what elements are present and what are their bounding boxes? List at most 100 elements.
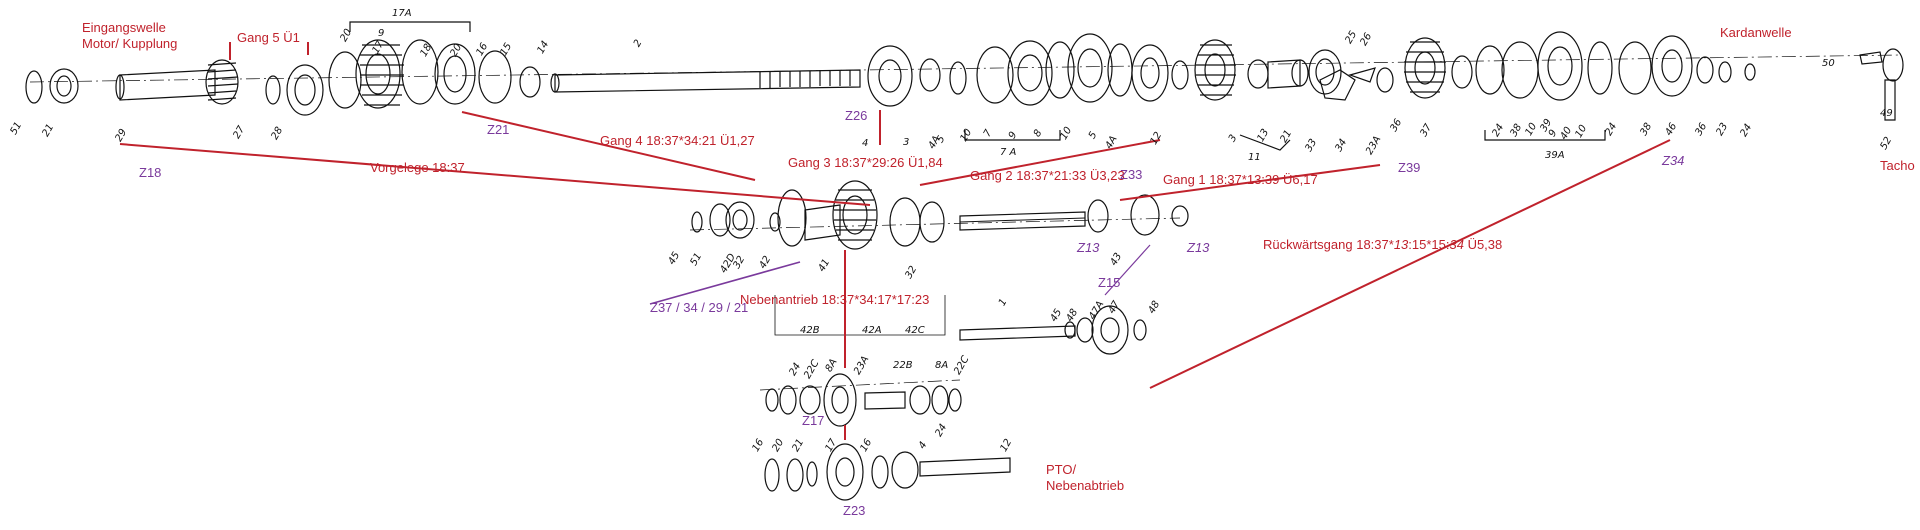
part-number-top: 17A (392, 8, 412, 19)
ring-24 (1451, 55, 1473, 89)
tooth-z-countershaft: Z37 / 34 / 29 / 21 (650, 300, 749, 315)
bearing-32b (919, 201, 945, 243)
gear-z23 (826, 443, 864, 501)
bush-48 (1076, 317, 1094, 343)
gear3-label: Gang 3 18:37*29:26 Ü1,84 (788, 155, 943, 170)
reverse-gear-label: Rückwärtsgang 18:37*13:15*15:34 Ü5,38 (1263, 237, 1503, 252)
bracket-17a (349, 21, 471, 32)
gear5-label: Gang 5 Ü1 (237, 30, 300, 45)
tacho-shaft-52 (1884, 79, 1896, 121)
ring-4a-b (1171, 60, 1189, 90)
bearing-4 (891, 451, 919, 489)
synchro-28 (286, 64, 324, 116)
sleeve-22b (864, 391, 906, 410)
ring-24b (1744, 63, 1756, 81)
lever-25 (1348, 67, 1376, 83)
bearing-14 (519, 66, 541, 98)
tooth-z13a: Z13 (1077, 240, 1100, 255)
part-number-top: 49 (1880, 108, 1893, 119)
gear1-label: Gang 1 18:37*13:39 Ü6,17 (1163, 172, 1318, 187)
ring-23 (1718, 61, 1732, 83)
bearing-8a-b (909, 385, 931, 415)
tacho-gear-49 (1882, 48, 1904, 82)
synchro-10 (976, 46, 1014, 104)
input-shaft-29 (119, 69, 216, 101)
bush-48b (1133, 319, 1147, 341)
cardan-label: Kardanwelle (1720, 25, 1792, 40)
gear-z39-37 (1404, 37, 1446, 99)
main-lower-shaft (959, 211, 1086, 231)
needle-bearing-27 (265, 75, 281, 105)
gear4-label: Gang 4 18:37*34:21 Ü1,27 (600, 133, 755, 148)
ring-22c (779, 385, 797, 415)
ring-20b (786, 458, 804, 492)
circlip-21 (806, 461, 818, 487)
gear-40 (1537, 31, 1583, 101)
main-shaft-2 (554, 69, 861, 93)
part-number-top: 11 (1248, 152, 1261, 163)
counter-gear-z37 (777, 189, 807, 247)
bearing-3 (919, 58, 941, 92)
sleeve-39 (1501, 41, 1539, 99)
tooth-z34: Z34 (1662, 153, 1685, 168)
plate-33 (1319, 69, 1356, 101)
ring-22c-b (931, 385, 949, 415)
bracket-39a (1484, 130, 1606, 141)
tooth-z23: Z23 (843, 503, 866, 518)
bearing-21b (1308, 49, 1342, 95)
tooth-z33: Z33 (1120, 167, 1143, 182)
washer-45b (1064, 321, 1076, 339)
gear-z13a (1087, 199, 1109, 233)
part-number-top: 50 (1822, 58, 1835, 69)
part-number-top: 4 (862, 138, 869, 149)
gear-z18 (205, 59, 239, 105)
gear-16 (434, 43, 476, 105)
bearing-8a (799, 385, 821, 415)
tacho-label: Tacho (1880, 158, 1915, 173)
part-number-top: 7 A (1000, 147, 1017, 158)
part-number-middle: 42C (905, 325, 925, 336)
counter-gear-z21 (889, 197, 921, 247)
part-number-top: 3 (903, 137, 910, 148)
reverse-gear-z15-47 (1091, 305, 1129, 355)
gear2-label: Gang 2 18:37*21:33 Ü3,23 (970, 168, 1125, 183)
washer-36b (1696, 56, 1714, 84)
gear-z13b (1130, 194, 1160, 236)
gear-7 (1007, 40, 1053, 106)
ring-24d (948, 388, 962, 412)
washer-51 (25, 70, 43, 104)
gear-z33-12 (1194, 39, 1236, 101)
sleeve-9 (1045, 41, 1075, 99)
part-number-middle: 42A (862, 325, 882, 336)
tooth-z39: Z39 (1398, 160, 1421, 175)
pto-shaft-12 (919, 457, 1011, 477)
bracket-7a (964, 130, 1061, 141)
gear-z17 (823, 373, 857, 427)
circlip-45 (691, 211, 703, 233)
tooth-z26: Z26 (845, 108, 868, 123)
synchro-38b (1618, 41, 1652, 95)
gear-z34-46 (1651, 35, 1693, 97)
tooth-z21: Z21 (487, 122, 510, 137)
part-number-middle: 42B (800, 325, 820, 336)
part-number-top: 39A (1545, 150, 1565, 161)
gear-z26 (867, 45, 913, 107)
counter-gear-z34 (832, 180, 878, 250)
ring-10b (1587, 41, 1613, 95)
part-number-pto: 22B (893, 360, 913, 371)
bearing-21 (49, 68, 79, 104)
countershaft-label: Vorgelege 18:37 (370, 160, 465, 175)
gear-15 (478, 50, 512, 104)
part-number-pto: 8A (935, 360, 949, 371)
ring-4a (949, 61, 967, 95)
tooth-z13b: Z13 (1187, 240, 1210, 255)
ring-20 (328, 51, 362, 109)
ring-16b (871, 455, 889, 489)
gear-z21-18 (355, 39, 401, 109)
counter-shaft-41 (804, 204, 841, 241)
tooth-z17: Z17 (802, 413, 825, 428)
pto-label: PTO/Nebenabtrieb (1046, 462, 1125, 493)
reverse-shaft-1 (959, 325, 1076, 341)
